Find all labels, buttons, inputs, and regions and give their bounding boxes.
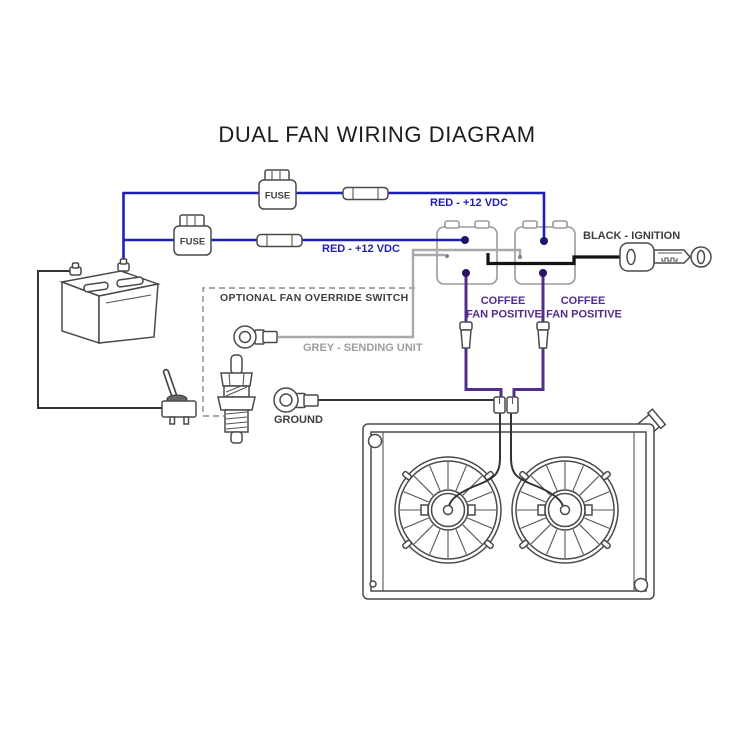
fan-lead-wires [442, 412, 571, 516]
radiator-mount-hole [367, 433, 383, 449]
override-switch-box [202, 287, 415, 417]
fan-right [511, 456, 619, 564]
black-ignition-label: BLACK - IGNITION [583, 230, 680, 242]
ring-terminal-ground [273, 387, 319, 413]
fan-connector-plugs [493, 396, 519, 414]
fan2-positive-label-line1: COFFEE [561, 295, 606, 307]
butt-connector-top-wire [342, 186, 389, 201]
page-title: DUAL FAN WIRING DIAGRAM [218, 122, 535, 147]
butt-connector-fan2 [536, 321, 550, 349]
radiator [362, 408, 667, 600]
fuse-bottom-label: FUSE [180, 237, 205, 248]
fan1-positive-label-line2: FAN POSITIVE [466, 309, 542, 321]
red-12vdc-bottom-label: RED - +12 VDC [322, 243, 400, 255]
toggle-switch [161, 368, 197, 425]
battery [59, 258, 161, 345]
red-12vdc-top-label: RED - +12 VDC [430, 197, 508, 209]
fan1-positive-label-line1: COFFEE [481, 295, 526, 307]
fuse-holder-top: FUSE [258, 169, 297, 210]
override-switch-label: OPTIONAL FAN OVERRIDE SWITCH [220, 292, 408, 304]
butt-connector-bottom-wire [256, 233, 303, 248]
fan-left [394, 456, 502, 564]
ignition-key [619, 242, 712, 272]
fuse-top-label: FUSE [265, 191, 290, 202]
ground-label: GROUND [274, 414, 323, 426]
battery-ground-wire [37, 270, 162, 409]
sending-unit [217, 354, 256, 444]
grey-sending-label: GREY - SENDING UNIT [303, 342, 423, 354]
ignition-wire [486, 253, 622, 266]
fuse-holder-bottom: FUSE [173, 214, 212, 256]
grey-sending-wire [278, 248, 522, 339]
fan-positive-wires [462, 269, 547, 398]
radiator-mount-hole [633, 577, 649, 593]
butt-connector-fan1 [459, 321, 473, 349]
ring-terminal-sending [233, 325, 278, 349]
radiator-mount-hole [369, 580, 377, 588]
fan2-positive-label-line2: FAN POSITIVE [546, 309, 622, 321]
